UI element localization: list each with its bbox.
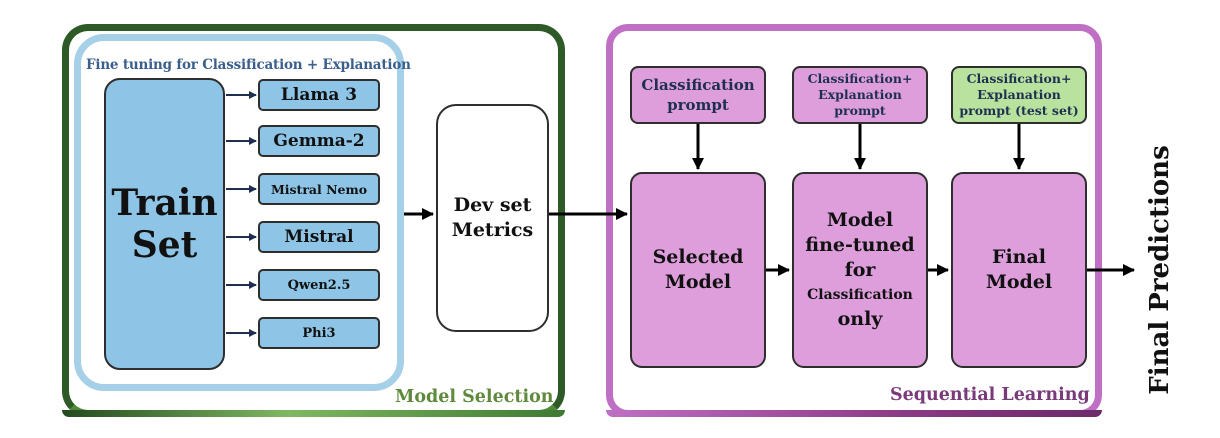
finetuned-classification-model-box: Model fine-tuned for Classification only (792, 172, 928, 368)
prompt-2-line-2: Explanation (818, 87, 902, 102)
finetuned-line-5: only (837, 308, 883, 330)
finetune-title: Fine tuning for Classification + Explana… (86, 57, 411, 73)
train-set-line-2: Set (131, 224, 198, 266)
selected-model-line-2: Model (664, 271, 732, 293)
prompt-3-line-3: prompt (test set) (959, 103, 1079, 118)
prompt-1-line-2: prompt (667, 96, 729, 114)
model-box-llama3: Llama 3 (258, 79, 380, 111)
train-set-line-1: Train (111, 182, 218, 224)
selected-model-line-1: Selected (652, 246, 744, 268)
model-selection-label: Model Selection (395, 387, 554, 407)
final-model-box: Final Model (951, 172, 1087, 368)
finetuned-line-1: Model (826, 209, 894, 231)
prompt-2-line-3: prompt (834, 103, 886, 118)
dev-set-line-1: Dev set (453, 194, 532, 216)
finetune-panel (74, 34, 404, 391)
prompt-1-line-1: Classification (641, 76, 755, 94)
classification-explanation-prompt-box: Classification+ Explanation prompt (792, 66, 928, 124)
train-set-box: Train Set (104, 78, 225, 370)
model-box-phi3: Phi3 (258, 317, 380, 349)
model-box-mistral: Mistral (258, 221, 380, 253)
prompt-3-line-2: Explanation (977, 87, 1061, 102)
model-box-qwen25: Qwen2.5 (258, 269, 380, 301)
model-box-mistral-nemo: Mistral Nemo (258, 173, 380, 205)
model-box-gemma2: Gemma-2 (258, 125, 380, 157)
model-selection-panel (62, 24, 565, 417)
test-set-prompt-box: Classification+ Explanation prompt (test… (951, 66, 1087, 124)
prompt-3-line-1: Classification+ (966, 71, 1072, 86)
final-model-line-1: Final (991, 246, 1047, 268)
dev-set-metrics-box: Dev set Metrics (436, 104, 549, 332)
final-model-line-2: Model (985, 271, 1053, 293)
sequential-learning-label: Sequential Learning (890, 385, 1090, 405)
prompt-2-line-1: Classification+ (807, 71, 913, 86)
finetuned-line-3: for (844, 259, 876, 281)
finetuned-line-2: fine-tuned (805, 234, 915, 256)
classification-prompt-box: Classification prompt (630, 66, 766, 124)
selected-model-box: Selected Model (630, 172, 766, 368)
finetuned-line-4: Classification (807, 287, 913, 303)
sequential-learning-panel (606, 24, 1102, 417)
dev-set-line-2: Metrics (451, 219, 534, 241)
